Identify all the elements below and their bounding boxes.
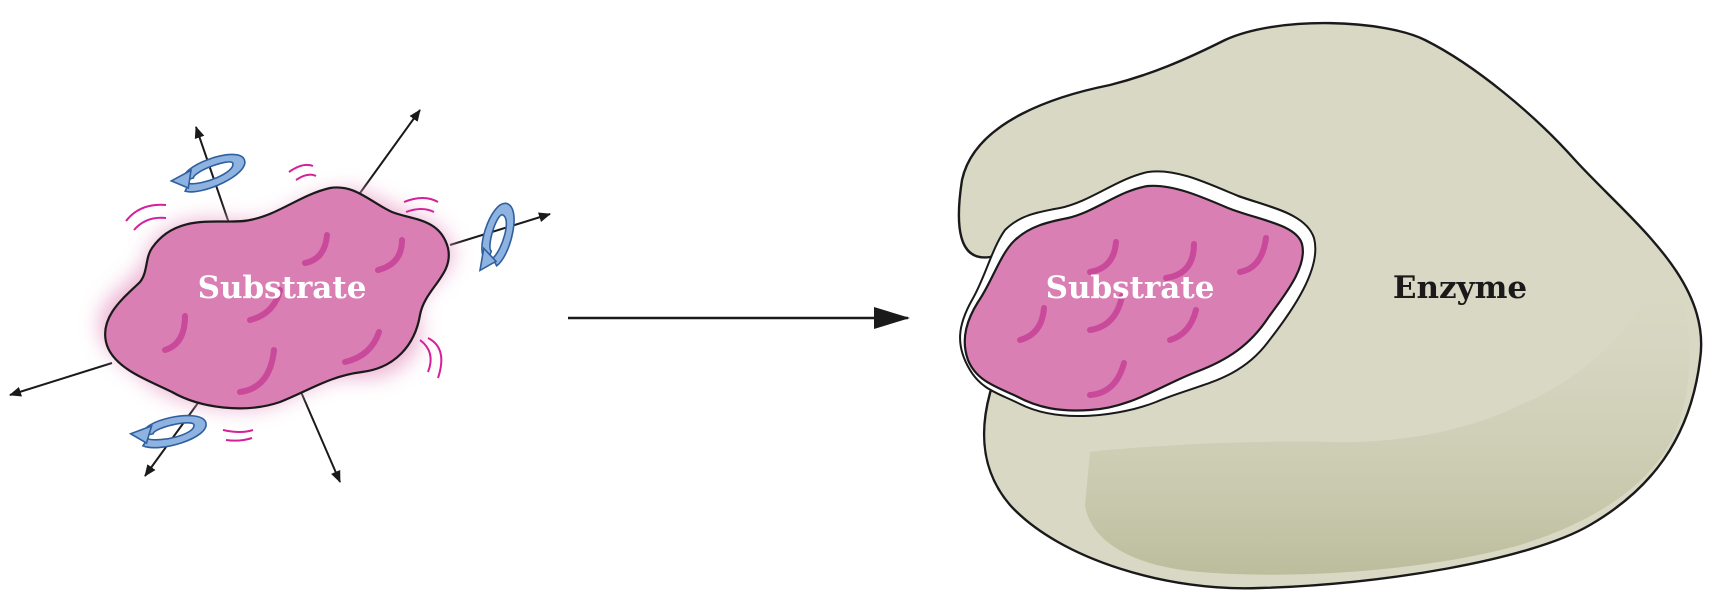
vibration-mark bbox=[406, 209, 434, 212]
vibration-mark bbox=[134, 218, 166, 230]
translation-arrow-right bbox=[450, 214, 550, 245]
vibration-mark bbox=[420, 340, 431, 372]
enzyme-complex-group: Substrate Enzyme bbox=[959, 23, 1701, 588]
bound-substrate-label: Substrate bbox=[1046, 270, 1215, 306]
enzyme-label: Enzyme bbox=[1393, 270, 1527, 306]
rotation-arrow-bottom bbox=[129, 412, 209, 453]
vibration-mark bbox=[289, 165, 313, 172]
translation-arrow-up-right bbox=[355, 110, 420, 200]
vibration-mark bbox=[226, 438, 252, 441]
free-substrate-label: Substrate bbox=[198, 270, 367, 306]
free-substrate-group: Substrate bbox=[10, 110, 550, 482]
rotation-arrow-right bbox=[471, 200, 522, 277]
translation-arrow-down bbox=[298, 385, 340, 482]
translation-arrow-left bbox=[10, 363, 112, 395]
vibration-mark bbox=[223, 430, 253, 432]
vibration-mark bbox=[404, 198, 438, 202]
rotation-arrow-top bbox=[169, 149, 250, 199]
vibration-mark bbox=[296, 175, 316, 180]
